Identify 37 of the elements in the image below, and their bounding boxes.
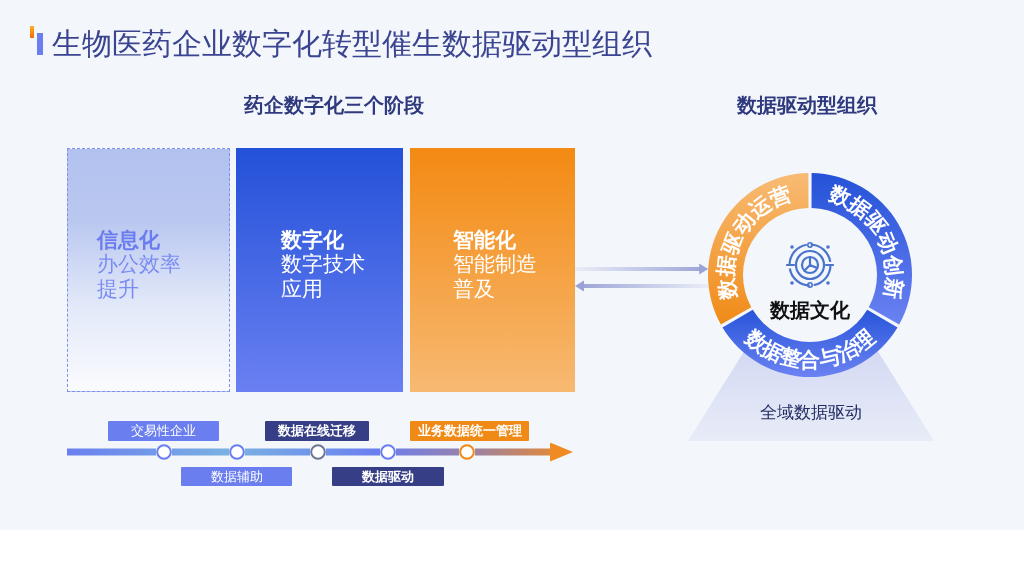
stage-box bbox=[236, 148, 403, 392]
ring-segment bbox=[708, 173, 810, 327]
timeline-dot bbox=[156, 444, 172, 460]
center-label: 数据文化 bbox=[770, 298, 850, 322]
timeline-line bbox=[396, 448, 459, 456]
timeline-line bbox=[67, 448, 156, 456]
timeline-line bbox=[326, 448, 380, 456]
stage-box bbox=[410, 148, 575, 392]
stage-title: 智能化 bbox=[453, 228, 516, 252]
stage-box bbox=[67, 148, 230, 392]
segment-label: 数据驱动运营 bbox=[713, 181, 795, 301]
segment-label: 数据整合与治理 bbox=[740, 324, 880, 372]
arrow bbox=[575, 263, 709, 275]
ring-segment bbox=[810, 173, 912, 326]
milestone-tag: 业务数据统一管理 bbox=[410, 421, 529, 441]
beam-caption: 全域数据驱动 bbox=[760, 402, 862, 423]
milestone-tag: 数据在线迁移 bbox=[265, 421, 369, 441]
timeline-arrow bbox=[475, 442, 573, 462]
stage-description: 办公效率提升 bbox=[96, 251, 182, 302]
timeline-dot bbox=[310, 444, 326, 460]
segment-label: 数据驱动创新 bbox=[825, 181, 907, 301]
arrow bbox=[575, 280, 709, 292]
stage-title: 数字化 bbox=[281, 228, 344, 252]
section-heading: 数据驱动型组织 bbox=[737, 93, 877, 117]
timeline-dot bbox=[380, 444, 396, 460]
timeline-dot bbox=[459, 444, 475, 460]
timeline-line bbox=[172, 448, 229, 456]
stage-title: 信息化 bbox=[96, 227, 160, 252]
stage-description: 数字技术应用 bbox=[281, 252, 366, 302]
timeline-line bbox=[245, 448, 310, 456]
milestone-tag: 数据驱动 bbox=[332, 467, 444, 486]
page-title: 生物医药企业数字化转型催生数据驱动型组织 bbox=[52, 26, 652, 62]
milestone-tag: 交易性企业 bbox=[108, 421, 219, 441]
section-heading: 药企数字化三个阶段 bbox=[244, 93, 424, 117]
milestone-tag: 数据辅助 bbox=[181, 467, 292, 486]
stage-description: 智能制造普及 bbox=[453, 252, 538, 302]
timeline-dot bbox=[229, 444, 245, 460]
